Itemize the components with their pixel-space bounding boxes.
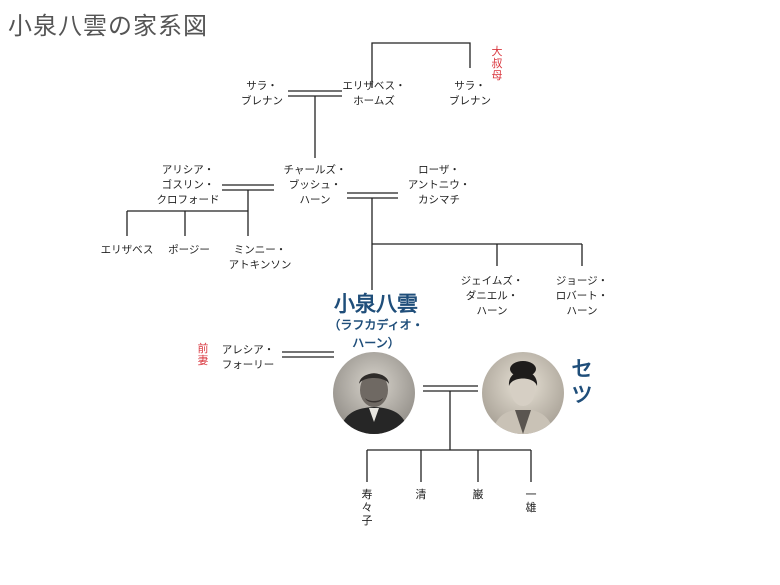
marriage-alicia-charles — [222, 184, 274, 191]
descent-sons — [371, 198, 583, 290]
marriage-charles-rosa — [347, 192, 398, 199]
former-wife-tag: 前 妻 — [197, 342, 209, 367]
person-james-hearn: ジェイムズ・ ダニエル・ ハーン — [460, 275, 524, 317]
great-aunt-bracket — [371, 42, 471, 88]
portrait-woman-icon — [482, 352, 564, 434]
person-minnie-atkinson: ミンニー・ アトキンソン — [228, 244, 292, 271]
marriage-yakumo-setsu — [423, 385, 478, 392]
person-rosa-kassimati: ローザ・ アントニウ・ カシマチ — [407, 164, 471, 206]
person-alicia-crawford: アリシア・ ゴスリン・ クロフォード — [156, 164, 220, 206]
setsu-name: セ ツ — [571, 356, 593, 407]
portrait-man-icon — [333, 352, 415, 434]
great-aunt-tag: 大 叔 母 — [491, 45, 503, 82]
person-charles-hearn: チャールズ・ ブッシュ・ ハーン — [283, 164, 347, 206]
person-alethea-foley: アレシア・ フォーリー — [221, 344, 275, 371]
descent-children — [366, 391, 532, 482]
person-posey: ポージー — [168, 244, 210, 256]
child-kiyoshi: 清 — [415, 488, 427, 501]
descent-half-siblings — [126, 190, 249, 236]
child-suzuko: 寿 々 子 — [361, 488, 373, 527]
child-kazuo: 一 雄 — [525, 488, 537, 514]
marriage-alethea-yakumo — [282, 351, 334, 358]
person-elizabeth: エリザベス — [100, 244, 154, 256]
person-sara-brenane-left: サラ・ ブレナン — [241, 80, 283, 107]
yakumo-name: 小泉八雲 — [334, 291, 418, 316]
person-sara-brenane-right: サラ・ ブレナン — [449, 80, 491, 107]
yakumo-subname: （ラフカディオ・ ハーン） — [328, 318, 424, 350]
page-title: 小泉八雲の家系図 — [8, 12, 208, 40]
child-iwao: 巌 — [472, 488, 484, 501]
marriage-sara-elizabeth — [288, 90, 342, 97]
person-george-hearn: ジョージ・ ロバート・ ハーン — [555, 275, 609, 317]
person-elizabeth-holmes: エリザベス・ ホームズ — [342, 80, 406, 107]
